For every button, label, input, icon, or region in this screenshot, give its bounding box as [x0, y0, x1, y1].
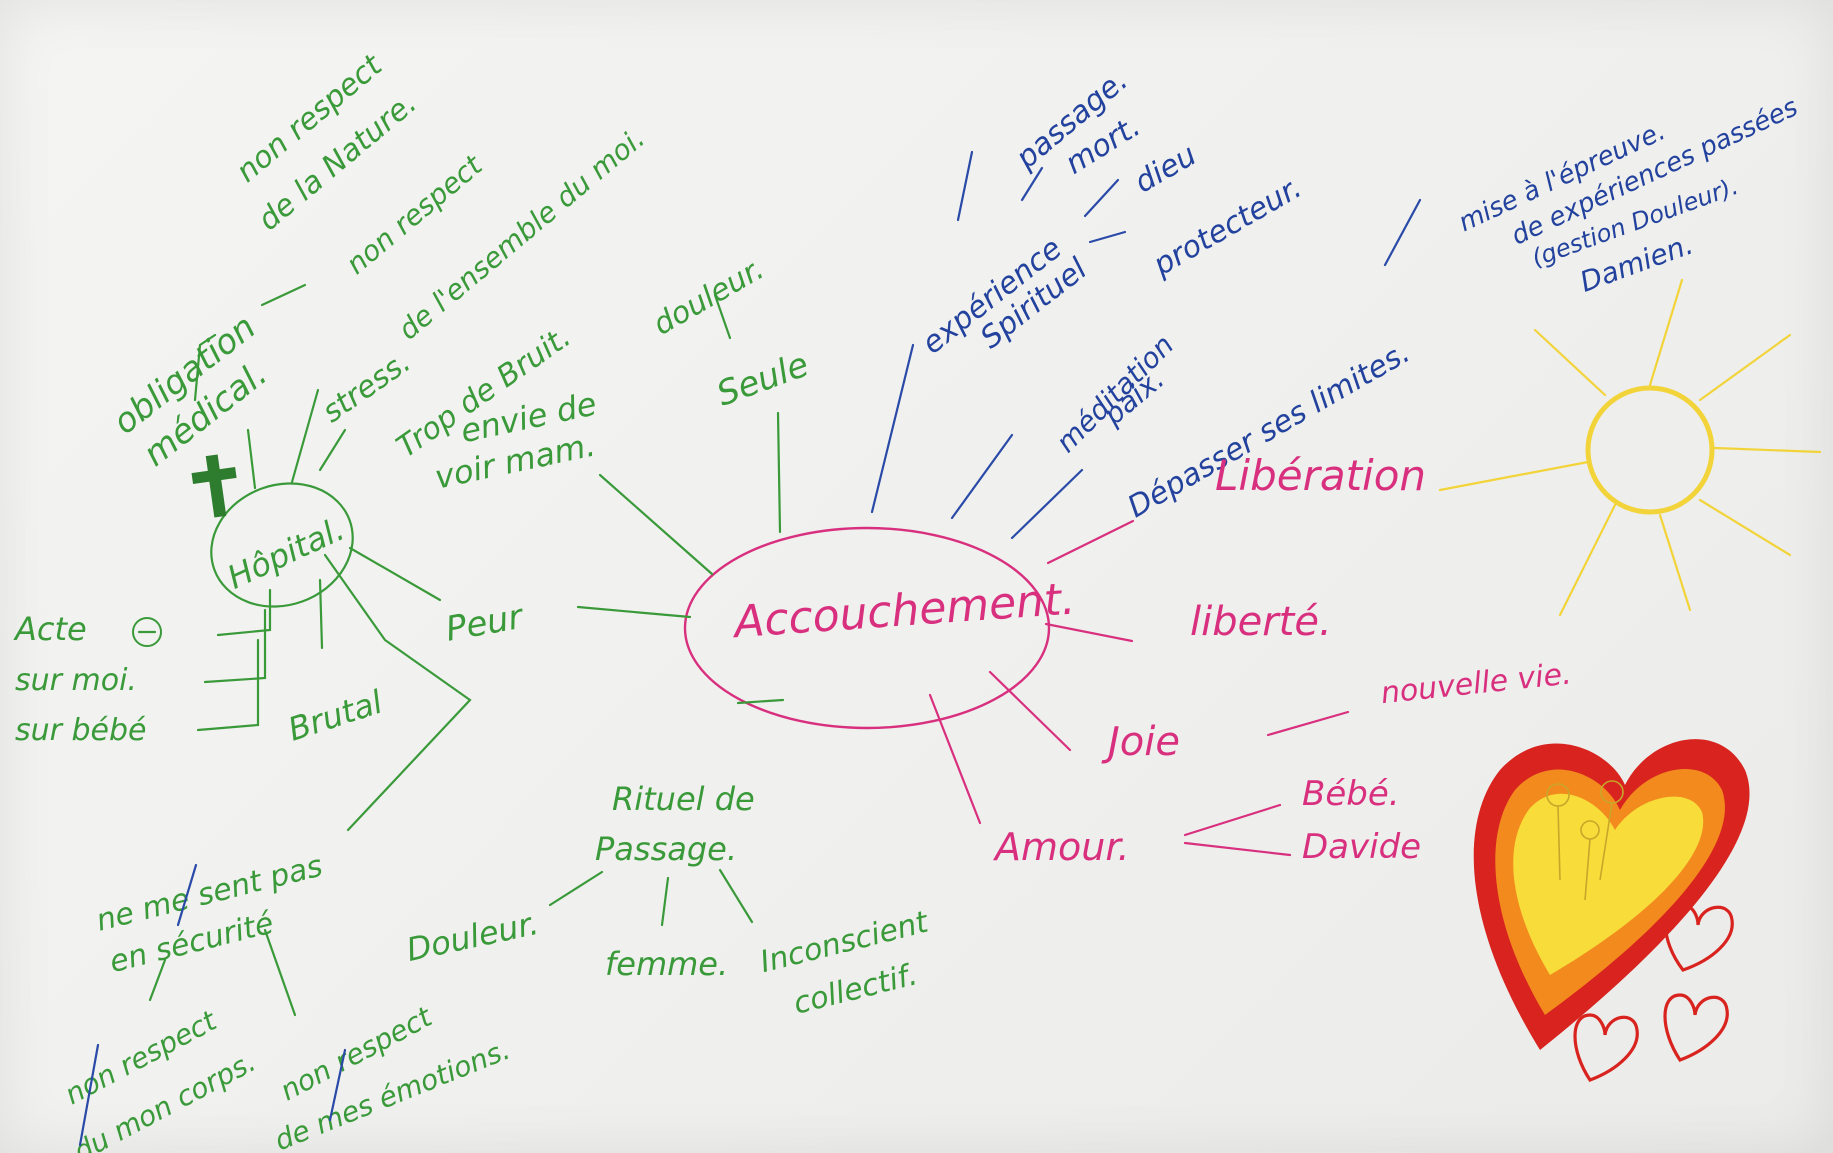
- amour-connectors: [1183, 803, 1292, 857]
- rituel-label-2: Passage.: [595, 830, 737, 868]
- bebe-label: Bébé.: [1302, 774, 1400, 814]
- liberte-label: liberté.: [1190, 599, 1332, 645]
- acte-label: Acte: [13, 610, 87, 648]
- peur-label: Peur: [443, 597, 528, 650]
- sur-moi-label: sur moi.: [15, 663, 137, 698]
- respect-emotions-strike: [328, 1048, 347, 1122]
- davide-label: Davide: [1302, 827, 1421, 867]
- douleur-bottom-label: Douleur.: [403, 904, 542, 969]
- experience-connectors: [956, 150, 1127, 244]
- non-respect-ensemble-label-2: de l'ensemble du moi.: [392, 121, 651, 346]
- protecteur-label: protecteur.: [1147, 170, 1308, 283]
- dieu-label: dieu: [1129, 138, 1203, 201]
- joie-label: Joie: [1101, 719, 1180, 765]
- liberation-label: Libération: [1215, 451, 1426, 500]
- respect-corps-strike: [78, 1043, 100, 1147]
- brutal-label: Brutal: [283, 683, 387, 749]
- hospital-connectors: [193, 283, 472, 832]
- amour-label: Amour.: [992, 825, 1130, 869]
- seule-label: Seule: [712, 345, 814, 415]
- nouvelle-vie-label: nouvelle vie.: [1379, 656, 1573, 711]
- hospital-node-ellipse: [210, 482, 354, 608]
- center-node-label: Accouchement.: [730, 573, 1077, 648]
- securite-strike: [176, 863, 198, 927]
- sur-bebe-label: sur bébé: [15, 713, 147, 748]
- heart-icon: [1473, 739, 1750, 1050]
- sun-icon: [1438, 278, 1822, 617]
- femme-label: femme.: [605, 945, 728, 983]
- minus-circle-icon: [132, 617, 162, 647]
- securite-connectors: [148, 928, 297, 1017]
- cross-icon: [191, 454, 237, 518]
- rituel-connectors: [548, 868, 754, 927]
- small-heart-icon: [1573, 903, 1734, 1082]
- douleur-top-label: douleur.: [647, 252, 770, 343]
- rituel-label-1: Rituel de: [612, 780, 755, 818]
- center-node-ellipse: [683, 526, 1051, 730]
- stress-label: stress.: [316, 345, 417, 430]
- center-spokes: [576, 343, 1135, 825]
